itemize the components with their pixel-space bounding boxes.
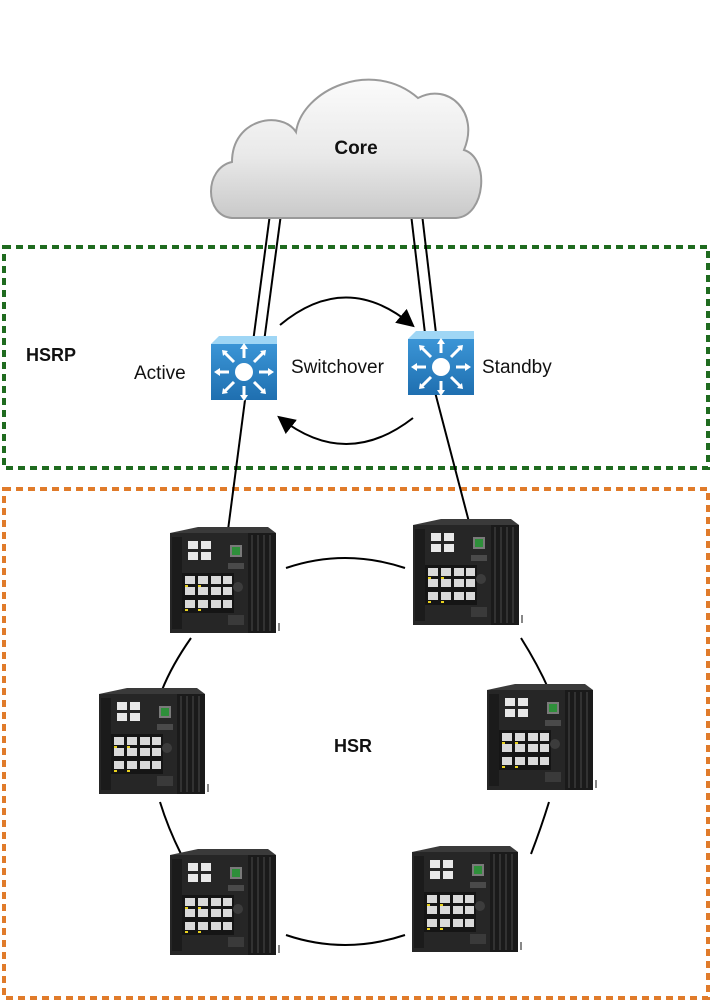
core-label: Core xyxy=(334,138,377,159)
industrial-switch-icon xyxy=(169,526,281,634)
hsr-label: HSR xyxy=(334,736,372,756)
hsrp-zone xyxy=(2,245,710,470)
switchover-arrow-forward xyxy=(279,296,415,328)
switchover-arrow-back xyxy=(277,415,414,445)
router-icon xyxy=(209,334,279,403)
hsrp-label: HSRP xyxy=(26,345,76,365)
industrial-switch-icon xyxy=(486,683,598,791)
router-switch-links xyxy=(227,391,470,531)
active-label: Active xyxy=(134,363,186,384)
hsr-zone xyxy=(2,487,710,1000)
industrial-switch-icon xyxy=(412,518,524,626)
standby-label: Standby xyxy=(482,357,552,378)
router-icon xyxy=(406,329,476,398)
industrial-switch-icon xyxy=(98,687,210,795)
industrial-switch-icon xyxy=(169,848,281,956)
core-uplinks xyxy=(252,213,438,343)
cloud-icon xyxy=(210,78,483,219)
industrial-switch-icon xyxy=(411,845,523,953)
switchover-label: Switchover xyxy=(291,357,385,378)
